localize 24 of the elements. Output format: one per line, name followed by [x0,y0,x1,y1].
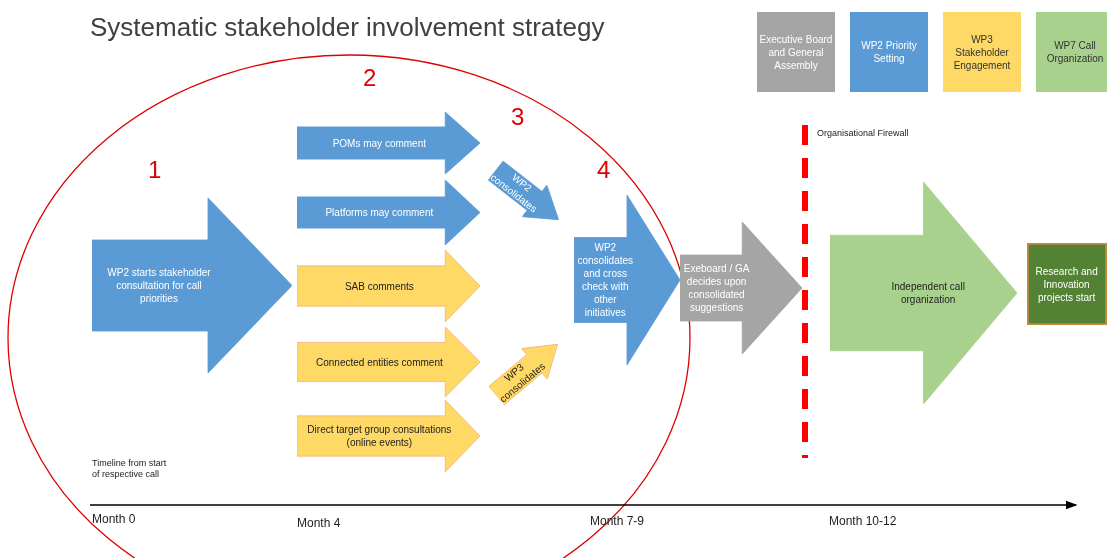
process-step: WP2 consolidates and cross check with other initiatives [574,195,680,365]
legend-text: WP3 Stakeholder Engagement [952,32,1012,72]
process-step: Independent call organization [830,182,1017,404]
step-number: 1 [148,156,162,184]
legend-text: WP2 Priority Setting [860,39,918,65]
month-label: Month 0 [92,512,136,526]
firewall-label: Organisational Firewall [817,128,909,138]
month-label: Month 4 [297,516,341,530]
process-step: Connected entities comment [297,327,480,397]
process-step: Exeboard / GA decides upon consolidated suggestions [680,222,802,354]
step-number: 2 [363,64,377,92]
process-step: SAB comments [297,250,480,322]
process-box: Research and Innovation projects start [1027,243,1107,325]
timeline-note: Timeline from start of respective call [92,458,167,480]
process-step: WP2 starts stakeholder consultation for call priorities [92,198,292,373]
step-number: 3 [511,103,525,131]
month-label: Month 10-12 [829,514,897,528]
step-number: 4 [597,156,611,184]
diagram-title: Systematic stakeholder involvement strategy [90,12,605,43]
legend-text: WP7 Call Organization [1045,39,1105,65]
process-step: POMs may comment [297,112,480,174]
process-step: Platforms may comment [297,180,480,245]
legend-text: Executive Board and General Assembly [758,32,834,72]
process-step: Direct target group consultations (online events) [297,400,480,472]
